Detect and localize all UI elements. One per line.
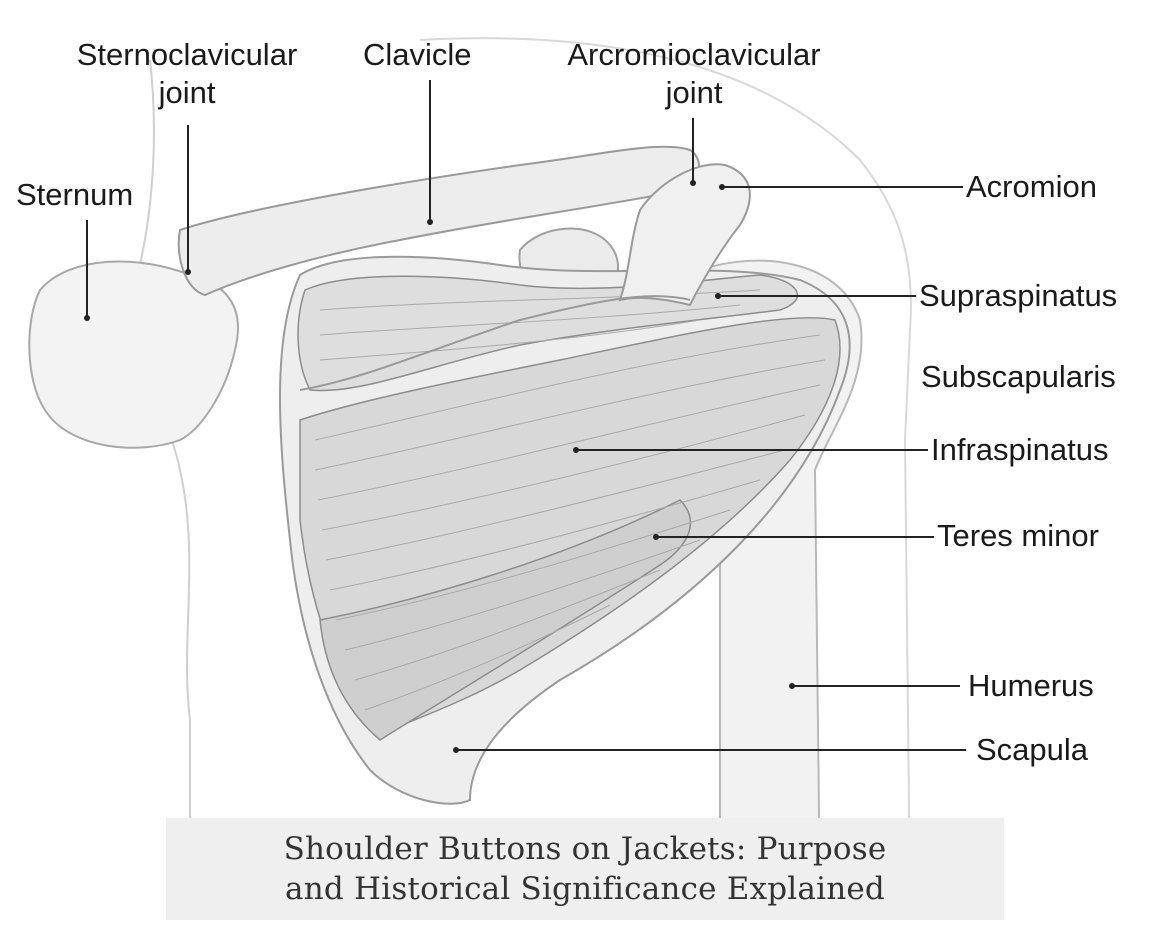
label-acromioclavicular-line1: Arcromioclavicular — [567, 37, 821, 72]
label-sternoclavicular-line1: Sternoclavicular — [76, 37, 298, 72]
leader-dots — [84, 180, 795, 753]
label-sternoclavicular-joint: Sternoclavicular joint — [52, 36, 322, 112]
body-outline — [419, 37, 912, 901]
label-scapula: Scapula — [976, 732, 1089, 767]
label-acromioclavicular-joint: Arcromioclavicular joint — [538, 36, 850, 112]
caption-line2: and Historical Significance Explained — [285, 871, 885, 907]
label-infraspinatus: Infraspinatus — [931, 432, 1109, 467]
label-subscapularis: Subscapularis — [921, 359, 1116, 394]
scapular-spine — [299, 295, 691, 391]
label-sternum: Sternum — [16, 177, 134, 212]
teres-minor-muscle — [319, 499, 691, 741]
label-acromion: Acromion — [966, 169, 1097, 204]
label-humerus: Humerus — [968, 668, 1094, 703]
leader-lines — [86, 80, 966, 751]
label-sternoclavicular-line2: joint — [158, 75, 216, 110]
label-teres-minor: Teres minor — [937, 518, 1099, 553]
label-clavicle: Clavicle — [363, 37, 472, 72]
caption-line1: Shoulder Buttons on Jackets: Purpose — [283, 831, 887, 867]
caption-box: Shoulder Buttons on Jackets: Purpose and… — [166, 818, 1004, 920]
acromion-shape — [618, 163, 751, 307]
label-acromioclavicular-line2: joint — [665, 75, 723, 110]
sternum-shape — [28, 260, 239, 449]
label-supraspinatus: Supraspinatus — [919, 278, 1118, 313]
